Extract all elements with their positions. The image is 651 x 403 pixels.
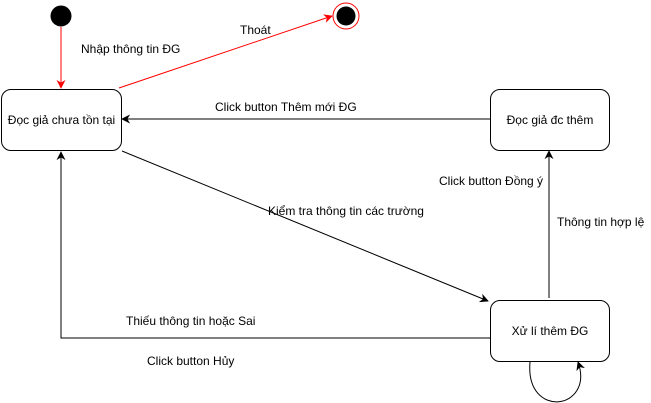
final-state-dot (336, 6, 356, 26)
label-exit: Thoát (240, 23, 271, 37)
state-reader-not-exist-label: Đọc giả chưa tồn tại (7, 113, 116, 127)
label-enter-info: Nhập thông tin ĐG (81, 42, 181, 56)
edge-missing-or-wrong (56, 151, 490, 339)
label-click-add-new: Click button Thêm mới ĐG (215, 100, 357, 114)
state-processing-add: Xử lí thêm ĐG (490, 300, 610, 362)
edge-check-fields (121, 150, 489, 303)
initial-state-dot (50, 5, 72, 27)
label-click-cancel: Click button Hủy (147, 354, 235, 368)
state-reader-not-exist: Đọc giả chưa tồn tại (1, 89, 122, 151)
label-check-fields: Kiểm tra thông tin các trường (268, 204, 424, 218)
edge-exit (118, 14, 333, 89)
edge-self-loop (529, 361, 585, 403)
state-reader-added: Đọc giả đc thêm (490, 89, 610, 151)
state-reader-added-label: Đọc giả đc thêm (506, 113, 594, 127)
label-info-valid: Thông tin hợp lệ (557, 215, 645, 229)
state-processing-add-label: Xử lí thêm ĐG (511, 324, 589, 338)
label-click-agree: Click button Đồng ý (439, 174, 544, 188)
label-missing-or-wrong: Thiếu thông tin hoặc Sai (126, 314, 256, 328)
